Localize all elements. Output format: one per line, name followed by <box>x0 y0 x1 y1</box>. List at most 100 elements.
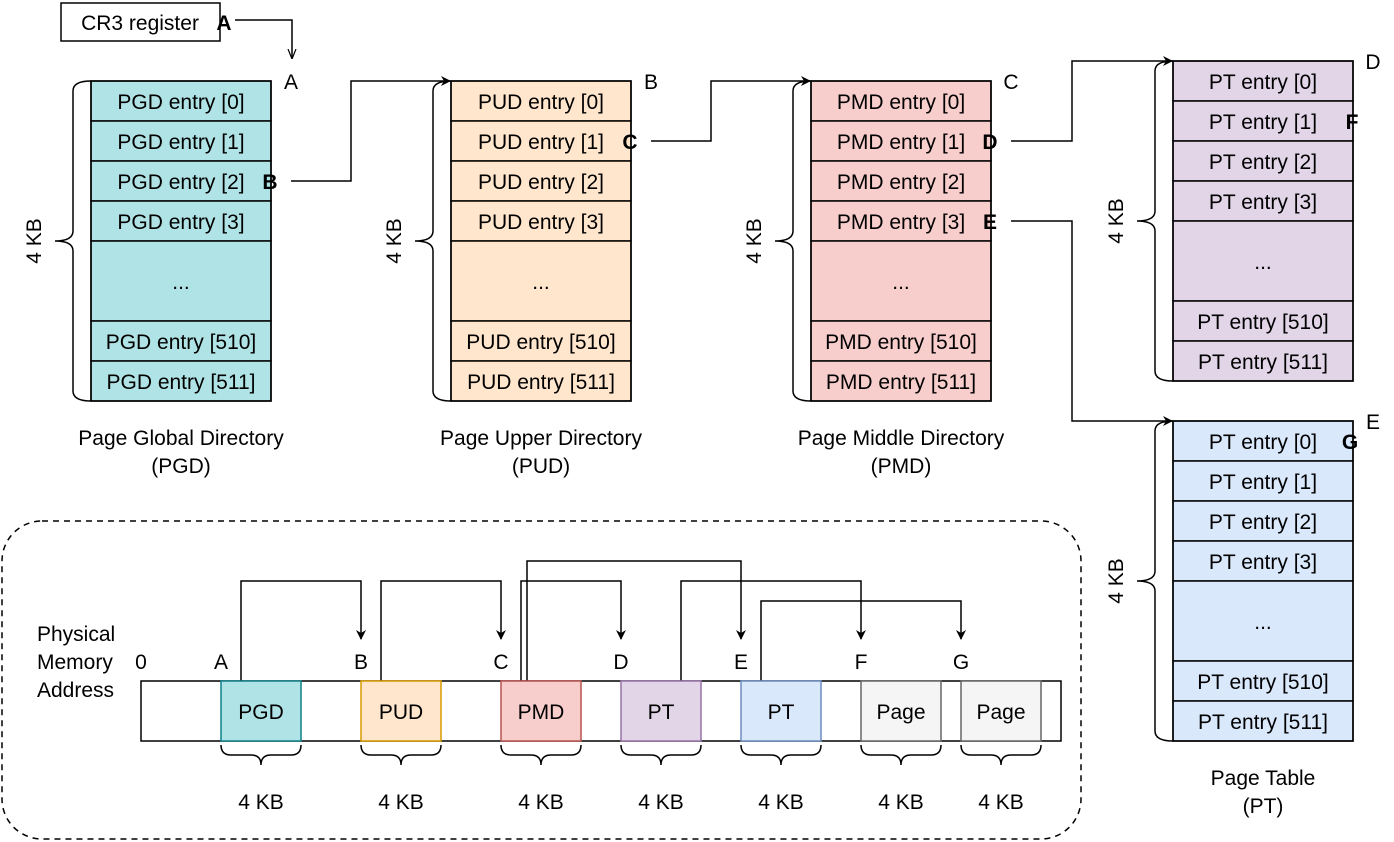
table-entry-cell <box>1172 700 1354 742</box>
size-brace <box>414 80 452 402</box>
memory-block-label: Page <box>876 701 925 724</box>
table-entry-label: PT entry [511] <box>1198 351 1328 374</box>
memory-block-rect <box>740 680 822 742</box>
table-entry-label: ... <box>172 271 190 294</box>
table-size-label: 4 KB <box>743 218 766 264</box>
memory-address-letter: G <box>953 651 969 674</box>
table-border <box>450 80 632 402</box>
memory-block-rect <box>500 680 582 742</box>
table-pmd-2: PMD entry [0]PMD entry [1]PMD entry [2]P… <box>743 71 1019 478</box>
table-border <box>810 80 992 402</box>
table-title: Page Upper Directory <box>440 427 642 450</box>
table-entry-cell <box>810 320 992 362</box>
pgd-to-pud-arrow <box>291 76 451 182</box>
table-entry-label: PGD entry [510] <box>106 331 257 354</box>
size-brace <box>54 80 92 402</box>
table-entry-label: PT entry [0] <box>1209 431 1317 454</box>
cr3-register-label: CR3 register <box>81 12 199 35</box>
block-size-brace <box>860 744 942 766</box>
entry-pointer-mark: C <box>622 131 637 154</box>
pt-d-to-page-f-pointer <box>680 580 866 681</box>
table-ellipsis-cell <box>1172 580 1354 662</box>
memory-address-letter: A <box>214 651 228 674</box>
table-entry-label: PT entry [2] <box>1209 511 1317 534</box>
pmd-to-pt-e-arrow <box>1011 220 1173 426</box>
memory-block-label: PGD <box>238 701 284 724</box>
pud-to-pmd-arrow <box>651 76 811 142</box>
table-corner-letter: C <box>1003 71 1018 94</box>
block-size-brace <box>500 744 582 766</box>
table-entry-label: PMD entry [0] <box>837 91 965 114</box>
memory-address-letter: F <box>855 651 868 674</box>
table-entry-cell <box>450 120 632 162</box>
table-corner-letter: B <box>644 71 658 94</box>
size-brace <box>1136 60 1174 382</box>
entry-pointer-mark: E <box>983 211 997 234</box>
memory-block-rect <box>220 680 302 742</box>
pud-to-pmd-pointer <box>380 580 506 681</box>
memory-block-label: Page <box>976 701 1025 724</box>
memory-block-rect <box>620 680 702 742</box>
table-entry-label: PGD entry [2] <box>117 171 244 194</box>
entry-pointer-mark: F <box>1346 111 1359 134</box>
block-size-label: 4 KB <box>978 791 1024 814</box>
table-entry-label: PT entry [3] <box>1209 191 1317 214</box>
block-size-brace <box>220 744 302 766</box>
pmd-to-pt-d-arrow <box>1011 56 1173 142</box>
physical-memory-address-label: Physical Memory Address 0 <box>37 623 147 702</box>
table-ellipsis-cell <box>1172 220 1354 302</box>
table-border <box>1172 420 1354 742</box>
table-pud-1: PUD entry [0]PUD entry [1]PUD entry [2]P… <box>383 71 658 478</box>
table-entry-label: PGD entry [511] <box>106 371 255 394</box>
table-border <box>1172 60 1354 382</box>
table-entry-label: PT entry [1] <box>1209 471 1317 494</box>
table-size-label: 4 KB <box>23 218 46 264</box>
cr3-mark: A <box>216 12 231 35</box>
pmd-to-pt-d-pointer <box>520 580 626 681</box>
cr3-pointer-arrow <box>235 19 292 58</box>
block-size-brace <box>960 744 1042 766</box>
table-abbreviation: (PUD) <box>512 455 570 478</box>
table-entry-label: PT entry [2] <box>1209 151 1317 174</box>
table-entry-label: PT entry [1] <box>1209 111 1317 134</box>
entry-pointer-mark: D <box>982 131 997 154</box>
table-entry-label: PMD entry [510] <box>825 331 977 354</box>
memory-pointers <box>240 560 966 681</box>
table-entry-cell <box>810 160 992 202</box>
axis-label-line-3: Address <box>37 679 114 702</box>
table-entry-cell <box>90 80 272 122</box>
table-entry-label: PMD entry [1] <box>837 131 965 154</box>
table-abbreviation: (PT) <box>1243 795 1284 818</box>
block-size-label: 4 KB <box>758 791 804 814</box>
block-size-brace <box>740 744 822 766</box>
memory-address-letter: B <box>354 651 368 674</box>
table-corner-letter: E <box>1366 411 1380 434</box>
block-size-label: 4 KB <box>518 791 564 814</box>
table-corner-letter: A <box>284 71 298 94</box>
memory-block-label: PMD <box>518 701 565 724</box>
block-size-label: 4 KB <box>378 791 424 814</box>
table-entry-label: PGD entry [0] <box>117 91 244 114</box>
table-entry-cell <box>810 360 992 402</box>
table-abbreviation: (PMD) <box>871 455 932 478</box>
table-entry-cell <box>810 200 992 242</box>
pmd-to-pt-e-pointer <box>526 560 746 681</box>
table-entry-label: PUD entry [510] <box>466 331 615 354</box>
table-entry-label: PT entry [510] <box>1197 671 1329 694</box>
table-ellipsis-cell <box>90 240 272 322</box>
table-entry-cell <box>90 200 272 242</box>
table-entry-label: PMD entry [511] <box>826 371 976 394</box>
axis-label-line-1: Physical <box>37 623 115 646</box>
cr3-register: CR3 register A <box>60 2 232 42</box>
table-pgd-0: PGD entry [0]PGD entry [1]PGD entry [2]P… <box>23 71 298 478</box>
table-entry-label: PUD entry [3] <box>478 211 604 234</box>
table-entry-cell <box>1172 540 1354 582</box>
block-size-label: 4 KB <box>238 791 284 814</box>
block-size-brace <box>360 744 442 766</box>
table-size-label: 4 KB <box>1105 558 1128 604</box>
